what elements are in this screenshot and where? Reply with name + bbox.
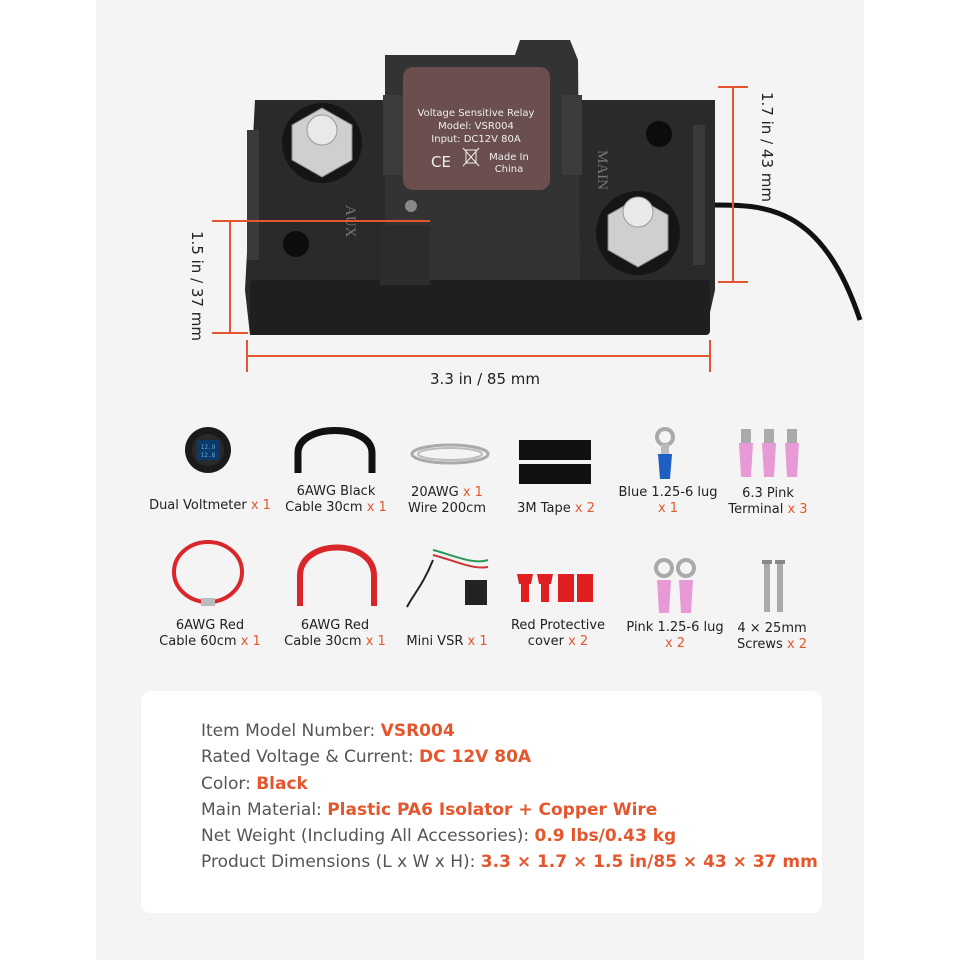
spec-row-model: Item Model Number: VSR004 (201, 721, 455, 741)
pink-lug-icon (654, 558, 696, 613)
ce-mark: CE (431, 153, 451, 171)
spec-row-color: Color: Black (201, 774, 308, 794)
wire-coil-icon (410, 443, 490, 465)
spec-row-weight: Net Weight (Including All Accessories): … (201, 826, 677, 846)
accessory-screws: 4 × 25mm Screws x 2 (736, 621, 808, 652)
spec-card: Item Model Number: VSR004 Rated Voltage … (141, 691, 822, 913)
pink-terminal-icon (739, 429, 799, 477)
label-line-3: Input: DC12V 80A (431, 134, 521, 145)
accessory-black-cable: 6AWG Black Cable 30cm x 1 (285, 484, 387, 515)
label-line-2: Model: VSR004 (438, 121, 514, 132)
accessory-20awg-wire: 20AWG x 1 Wire 200cm (408, 485, 486, 516)
label-line-1: Voltage Sensitive Relay (418, 108, 535, 119)
main-stud-icon (596, 191, 680, 275)
voltmeter-icon: 12.9 12.8 (185, 427, 231, 473)
accessory-blue-lug: Blue 1.25-6 lug x 1 (618, 485, 718, 516)
accessory-red-cable-30cm: 6AWG Red Cable 30cm x 1 (284, 618, 386, 649)
made-in-line-2: China (495, 164, 524, 175)
main-terminal-label: MAIN (594, 150, 610, 190)
accessory-pink-lug: Pink 1.25-6 lug x 2 (626, 620, 724, 651)
red-cable-short-icon (297, 544, 377, 606)
screws-icon (762, 560, 785, 612)
made-in-line-1: Made In (489, 152, 529, 163)
accessory-red-cable-60cm: 6AWG Red Cable 60cm x 1 (159, 618, 261, 649)
height-dimension-left: 1.5 in / 37 mm (188, 231, 206, 341)
accessory-3m-tape: 3M Tape x 2 (517, 501, 595, 516)
accessory-mini-vsr: Mini VSR x 1 (406, 634, 488, 649)
weee-bin-icon (462, 147, 480, 167)
red-cable-long-icon (172, 540, 244, 606)
svg-text:12.8: 12.8 (201, 452, 216, 459)
aux-stud-icon (282, 103, 362, 183)
dimension-lines (212, 86, 748, 372)
blue-lug-icon (655, 427, 675, 479)
spec-row-voltage: Rated Voltage & Current: DC 12V 80A (201, 747, 532, 767)
length-dimension: 3.3 in / 85 mm (430, 370, 540, 388)
mini-vsr-icon (406, 549, 489, 608)
accessory-dual-voltmeter: Dual Voltmeter x 1 (149, 498, 271, 513)
accessory-pink-terminal: 6.3 Pink Terminal x 3 (728, 486, 808, 517)
accessory-red-cover: Red Protective cover x 2 (510, 618, 606, 649)
tape-icon (519, 440, 591, 484)
spec-row-material: Main Material: Plastic PA6 Isolator + Co… (201, 800, 658, 820)
svg-text:12.9: 12.9 (201, 444, 216, 451)
relay-product-image: Voltage Sensitive Relay Model: VSR004 In… (212, 40, 863, 372)
black-cable-icon (294, 427, 376, 473)
height-dimension-right: 1.7 in / 43 mm (758, 92, 776, 202)
spec-row-dimensions: Product Dimensions (L x W x H): 3.3 × 1.… (201, 852, 818, 872)
red-cover-icon (517, 574, 593, 602)
